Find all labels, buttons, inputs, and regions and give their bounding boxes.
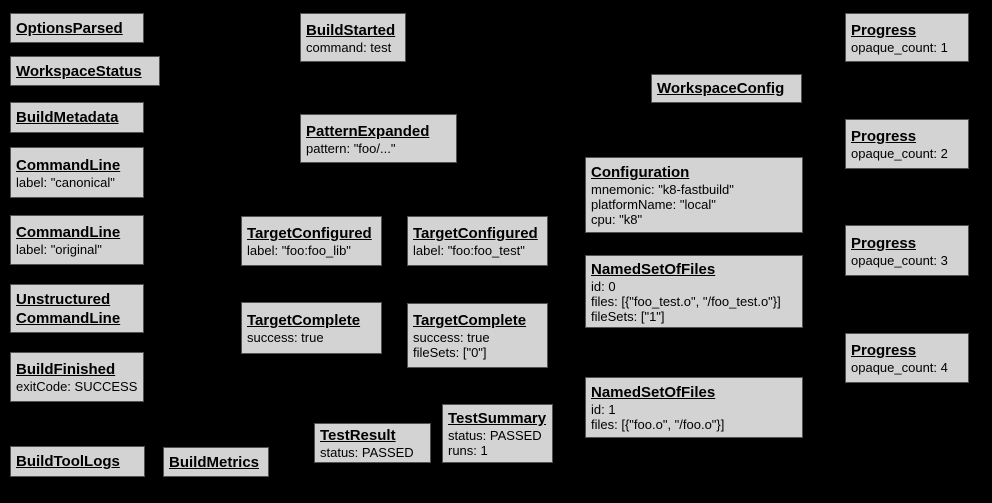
node-detail-line: opaque_count: 4 (851, 360, 948, 375)
node-detail-line: id: 1 (591, 402, 616, 417)
node-title: TargetComplete (413, 312, 527, 329)
node-title: Unstructured (16, 290, 111, 308)
node-title: CommandLine (16, 309, 121, 327)
node-build-tool-logs: BuildToolLogs (10, 446, 145, 477)
node-title: NamedSetOfFiles (591, 260, 716, 278)
node-detail-line: label: "canonical" (16, 174, 115, 190)
node-workspace-status: WorkspaceStatus (10, 56, 160, 86)
node-title: TestResult (320, 427, 396, 444)
node-title: BuildFinished (16, 361, 116, 378)
node-detail-line: opaque_count: 2 (851, 146, 948, 161)
node-detail-line: mnemonic: "k8-fastbuild" (591, 182, 734, 197)
node-detail-line: status: PASSED (320, 445, 414, 460)
node-build-metrics: BuildMetrics (163, 447, 269, 477)
node-detail-line: exitCode: SUCCESS (16, 379, 138, 394)
node-title: TargetConfigured (413, 225, 538, 242)
node-title: Progress (851, 342, 917, 359)
node-title: WorkspaceStatus (16, 62, 142, 80)
node-detail-line: platformName: "local" (591, 197, 716, 212)
node-title: TargetConfigured (247, 225, 372, 242)
node-detail-line: opaque_count: 3 (851, 252, 948, 268)
node-title: NamedSetOfFiles (591, 384, 716, 401)
node-detail-line: status: PASSED (448, 428, 542, 443)
node-title: Progress (851, 128, 917, 145)
node-title: OptionsParsed (16, 19, 123, 37)
node-detail-line: label: "foo:foo_test" (413, 243, 525, 258)
node-title: Configuration (591, 164, 690, 181)
node-title: TargetComplete (247, 312, 361, 329)
node-title: BuildToolLogs (16, 453, 120, 470)
node-build-metadata: BuildMetadata (10, 102, 144, 133)
node-title: Progress (851, 234, 917, 252)
node-title: CommandLine (16, 156, 121, 174)
node-detail-line: pattern: "foo/..." (306, 140, 396, 156)
node-title: CommandLine (16, 224, 121, 241)
node-title: WorkspaceConfig (657, 80, 785, 97)
node-workspace-config: WorkspaceConfig (651, 74, 802, 103)
node-title: TestSummary (448, 410, 547, 427)
node-detail-line: success: true (413, 330, 490, 345)
node-detail-line: files: [{"foo_test.o", "/foo_test.o"}] (591, 293, 781, 309)
node-title: BuildStarted (306, 21, 396, 39)
node-options-parsed: OptionsParsed (10, 13, 144, 43)
node-detail-line: opaque_count: 1 (851, 39, 948, 55)
node-title: PatternExpanded (306, 122, 430, 140)
node-detail-line: label: "foo:foo_lib" (247, 243, 351, 258)
node-detail-line: cpu: "k8" (591, 212, 643, 227)
node-detail-line: files: [{"foo.o", "/foo.o"}] (591, 417, 725, 432)
node-detail-line: command: test (306, 39, 392, 55)
node-detail-line: label: "original" (16, 242, 102, 257)
node-detail-line: success: true (247, 330, 324, 345)
node-title: BuildMetrics (169, 453, 260, 471)
node-title: BuildMetadata (16, 109, 119, 126)
node-detail-line: fileSets: ["0"] (413, 345, 487, 360)
node-detail-line: runs: 1 (448, 443, 488, 458)
node-title: Progress (851, 21, 917, 39)
node-detail-line: id: 0 (591, 278, 616, 294)
node-detail-line: fileSets: ["1"] (591, 308, 665, 324)
